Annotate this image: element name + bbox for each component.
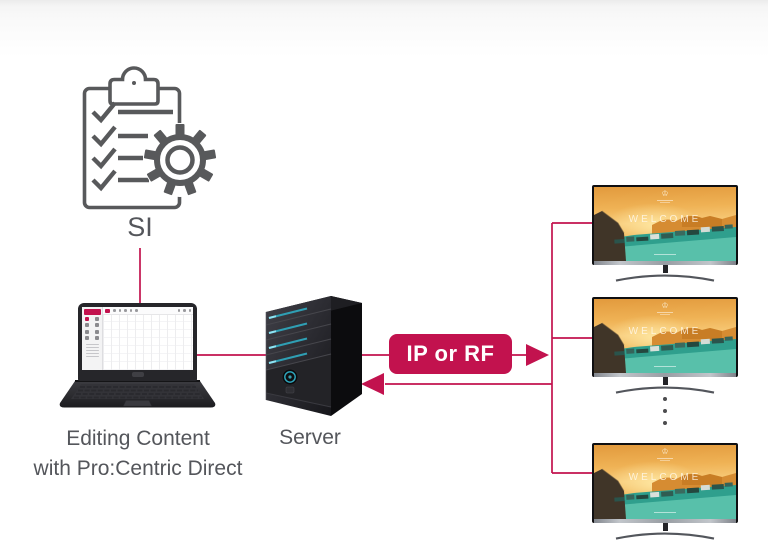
marina-silhouette <box>614 482 733 502</box>
laptop-trackpad <box>123 400 152 407</box>
tv-frame: ♔ WELCOME <box>592 443 738 523</box>
tv-display-2: ♔ WELCOME <box>592 297 738 394</box>
tv-display-3: ♔ WELCOME <box>592 443 738 540</box>
hotel-crest-icon: ♔ <box>594 190 736 203</box>
tv-bottom-bezel <box>594 261 736 265</box>
laptop <box>50 300 220 415</box>
ellipsis-dot <box>663 397 667 401</box>
editor-titlebar <box>83 308 101 315</box>
laptop-caption: Editing Content with Pro:Centric Direct <box>8 424 268 485</box>
tv-subtext-line <box>654 253 676 255</box>
tv-subtext-line <box>654 365 676 367</box>
tv-stand-base <box>615 531 715 540</box>
caption-line-1: Editing Content <box>66 427 210 450</box>
gear-icon <box>143 123 217 197</box>
laptop-base <box>59 380 216 408</box>
tv-welcome-text: WELCOME <box>628 326 702 337</box>
tv-subtext-line <box>654 511 676 513</box>
server-power-knob <box>281 368 299 386</box>
editor-logo <box>105 308 110 313</box>
tv-stand-neck <box>662 264 668 273</box>
editor-toolbar <box>103 307 193 315</box>
beach-scene-art <box>594 322 736 373</box>
laptop-screen <box>82 307 193 370</box>
laptop-lid <box>78 303 197 381</box>
tv-welcome-text: WELCOME <box>628 472 702 483</box>
editor-main <box>103 307 193 370</box>
tv-welcome-screen: ♔ WELCOME <box>594 445 736 519</box>
ellipsis-dot <box>663 421 667 425</box>
editor-sidebar <box>82 307 103 370</box>
more-tvs-ellipsis <box>661 397 669 433</box>
lg-logo <box>131 372 144 377</box>
hotel-crest-icon: ♔ <box>594 302 736 315</box>
beach-scene-art <box>594 210 736 261</box>
tv-display-1: ♔ WELCOME <box>592 185 738 282</box>
tv-stand-base <box>615 385 715 394</box>
tv-stand-neck <box>662 522 668 531</box>
server-label: Server <box>279 426 341 449</box>
tv-stand-neck <box>662 376 668 385</box>
tv-welcome-text: WELCOME <box>628 214 702 225</box>
tv-stand-base <box>615 273 715 282</box>
clipboard-checklist-icon <box>82 66 217 210</box>
clipboard-clip <box>108 66 160 106</box>
marina-silhouette <box>614 336 733 356</box>
editor-tool-icons <box>84 316 101 340</box>
clip-dot <box>132 81 136 85</box>
transport-badge: IP or RF <box>389 334 512 374</box>
caption-line-2: with Pro:Centric Direct <box>33 457 243 481</box>
editor-canvas <box>103 315 193 370</box>
tv-welcome-screen: ♔ WELCOME <box>594 187 736 261</box>
server-tower <box>265 296 362 416</box>
tv-bottom-bezel <box>594 373 736 377</box>
tv-frame: ♔ WELCOME <box>592 297 738 377</box>
beach-scene-art <box>594 468 736 519</box>
si-label: SI <box>127 212 153 242</box>
top-gradient-band <box>0 0 768 58</box>
tv-welcome-screen: ♔ WELCOME <box>594 299 736 373</box>
checklist-rows <box>91 101 173 192</box>
ellipsis-dot <box>663 409 667 413</box>
hotel-crest-icon: ♔ <box>594 448 736 461</box>
arrow-right-icon <box>526 344 549 366</box>
tv-bottom-bezel <box>594 519 736 523</box>
tv-frame: ♔ WELCOME <box>592 185 738 265</box>
server-side-face <box>331 296 362 416</box>
marina-silhouette <box>614 224 733 244</box>
